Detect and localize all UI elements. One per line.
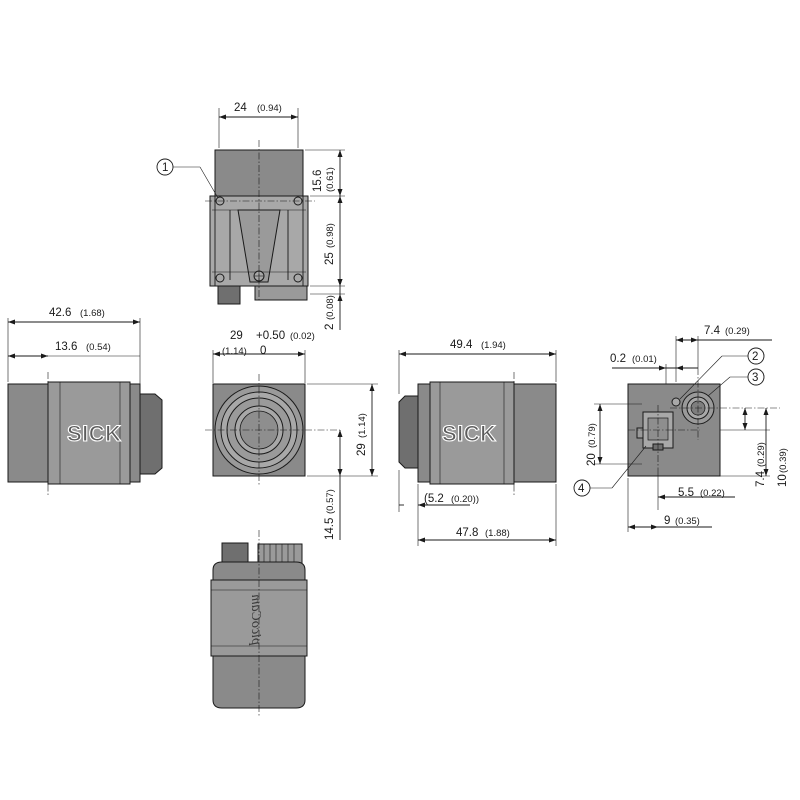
dim-rear-height: 20 bbox=[586, 453, 598, 466]
dim-front-tol-minus: 0 bbox=[260, 345, 266, 357]
dim-side-offset-in: (0.20)) bbox=[451, 494, 479, 505]
dim-rear-small: 0.2 bbox=[610, 353, 626, 365]
dim-front-center-in: (0.57) bbox=[325, 489, 336, 514]
dim-rear-small-in: (0.01) bbox=[632, 354, 657, 365]
dim-top-h2: 25 bbox=[324, 252, 336, 265]
callout-4-label: 4 bbox=[578, 483, 585, 495]
dim-rear-height-in: (0.79) bbox=[587, 423, 598, 448]
screw-hole-icon bbox=[293, 273, 303, 283]
left-view: SICK 42.6 (1.68) 13.6 (0.54) bbox=[7, 307, 163, 495]
left-view-label-band bbox=[47, 381, 131, 485]
dim-rear-conn-y2: 10 bbox=[777, 474, 789, 487]
callout-1-label: 1 bbox=[162, 162, 168, 174]
dim-top-h3: 2 bbox=[324, 324, 336, 330]
dim-top-width: 24 bbox=[234, 102, 247, 114]
dim-rear-conn-y: 7.4 bbox=[755, 470, 767, 487]
dim-side-total-in: (1.94) bbox=[481, 340, 506, 351]
dim-rear-rj-x: 5.5 bbox=[678, 487, 694, 499]
screw-hole-icon bbox=[215, 273, 225, 283]
dim-rear-rj-x2: 9 bbox=[664, 515, 670, 527]
dim-rear-conn-y2-in: (0.39) bbox=[778, 448, 789, 473]
dim-front-tol-plus: +0.50 bbox=[256, 330, 285, 342]
dim-side-offset: (5.2 bbox=[424, 493, 444, 505]
dim-top-h3-in: (0.08) bbox=[325, 295, 336, 320]
dim-rear-rj-x2-in: (0.35) bbox=[675, 516, 700, 527]
dim-front-height-in: (1.14) bbox=[357, 413, 368, 438]
dim-side-total: 49.4 bbox=[450, 339, 473, 351]
dim-front-width-in: (1.14) bbox=[222, 346, 247, 357]
dim-left-part: 13.6 bbox=[55, 341, 77, 353]
side-view: SICK 49.4 (1.94) (5.2 (0.20)) 47.8 (1.88… bbox=[398, 339, 557, 546]
dim-top-h1-in: (0.61) bbox=[325, 167, 336, 192]
picocam-brand: picoCam bbox=[248, 594, 263, 646]
front-view: 29 +0.50 (0.02) (1.14) 0 29 (1.14) 14.5 … bbox=[205, 330, 378, 540]
dim-top-width-in: (0.94) bbox=[257, 103, 282, 114]
rear-view: 7.4 (0.29) 0.2 (0.01) 2 3 4 20 (0.79) bbox=[573, 325, 789, 532]
dim-front-tol-plus-in: (0.02) bbox=[290, 331, 315, 342]
dim-rear-conn-x-in: (0.29) bbox=[725, 326, 750, 337]
dim-rear-conn-x: 7.4 bbox=[704, 325, 721, 337]
dim-top-h2-in: (0.98) bbox=[325, 223, 336, 248]
knurled-connector-icon bbox=[257, 543, 303, 565]
dim-rear-conn-y-in: (0.29) bbox=[756, 442, 767, 467]
status-led-icon bbox=[671, 397, 681, 407]
top-view: 24 (0.94) 15.6 (0.61) 25 (0.98) 2 (0.08)… bbox=[156, 102, 345, 330]
dim-left-total-in: (1.68) bbox=[80, 308, 105, 319]
dim-rear-rj-x-in: (0.22) bbox=[700, 488, 725, 499]
dim-top-h1: 15.6 bbox=[312, 170, 324, 192]
callout-3-label: 3 bbox=[752, 372, 758, 384]
dim-front-width: 29 bbox=[230, 330, 243, 342]
dim-left-total: 42.6 bbox=[49, 307, 71, 319]
side-view-label-band bbox=[429, 381, 515, 485]
sick-logo-side: SICK bbox=[442, 421, 497, 446]
dim-front-height: 29 bbox=[356, 443, 368, 456]
dim-side-body: 47.8 bbox=[456, 527, 478, 539]
sick-logo: SICK bbox=[67, 421, 122, 446]
dim-front-center: 14.5 bbox=[324, 518, 336, 540]
callout-2-label: 2 bbox=[752, 351, 758, 363]
dim-left-part-in: (0.54) bbox=[86, 342, 111, 353]
dim-side-body-in: (1.88) bbox=[485, 528, 510, 539]
bottom-view: picoCam bbox=[210, 530, 308, 716]
